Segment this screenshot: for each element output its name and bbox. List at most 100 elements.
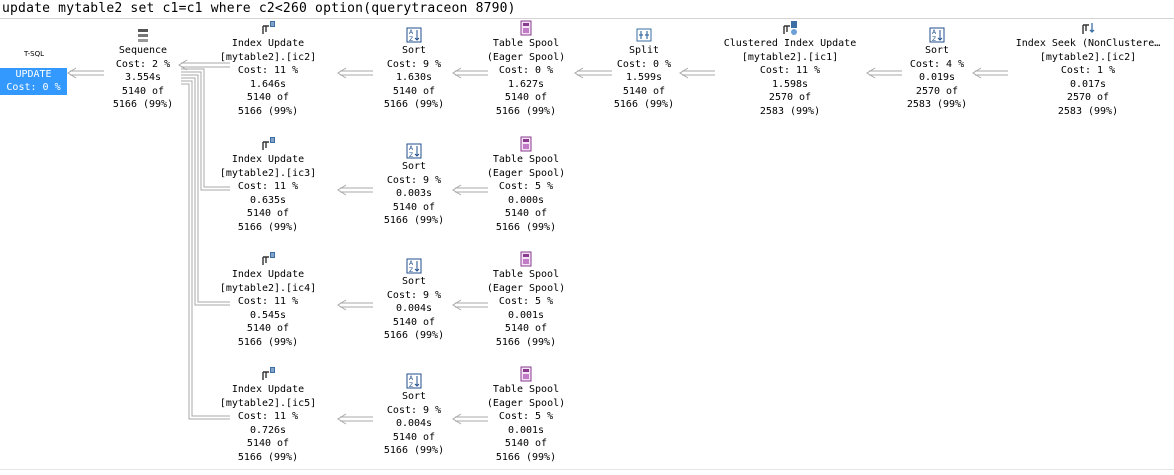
split-line-3: 5140 of <box>622 85 666 97</box>
s5-line-3: 5140 of <box>392 431 436 443</box>
iu4-line-2: Cost: 11 % <box>237 296 299 308</box>
seek-line-2: Cost: 1 % <box>1060 65 1116 77</box>
ts5-line-4: 5140 of <box>504 438 548 450</box>
ts3-line-2: Cost: 5 % <box>498 181 554 193</box>
arrow-s3-iu3 <box>337 184 373 196</box>
iu2-line-3: 1.646s <box>249 78 287 90</box>
iu3-line-4: 5140 of <box>246 208 290 220</box>
seek-line-4: 2570 of <box>1066 92 1110 104</box>
svg-text:A: A <box>409 260 414 267</box>
iu3-line-5: 5166 (99%) <box>237 221 299 233</box>
ts1-line-1: (Eager Spool) <box>486 51 566 63</box>
split-line-0: Split <box>628 45 660 56</box>
bottom-divider <box>0 469 1174 470</box>
seq-line-1: Cost: 2 % <box>115 58 171 70</box>
s5-line-1: Cost: 9 % <box>386 404 442 416</box>
iu3-line-0: Index Update <box>231 154 305 165</box>
s3-line-1: Cost: 9 % <box>386 174 442 186</box>
update-root-title: UPDATE <box>15 69 52 80</box>
query-divider <box>0 18 1174 19</box>
arrow-iu2-seq <box>178 59 230 71</box>
index-update-ic2-node[interactable]: Index Update[mytable2].[ic2]Cost: 11 %1.… <box>193 20 343 119</box>
index-update-ic5-node[interactable]: Index Update [mytable2].[ic5] Cost: 11 %0.… <box>193 366 343 465</box>
sequence-icon <box>135 27 151 43</box>
iu4-line-4: 5140 of <box>246 323 290 335</box>
iu4-line-1: [mytable2].[ic4] <box>219 282 317 294</box>
svg-text:A: A <box>932 29 937 36</box>
seek-line-3: 0.017s <box>1069 78 1107 90</box>
arrow-split-ts1 <box>574 67 612 79</box>
ts5-line-5: 5166 (99%) <box>495 451 557 463</box>
s4-line-4: 5166 (99%) <box>383 330 445 342</box>
s2-line-1: Cost: 4 % <box>909 58 965 70</box>
table-spool-icon <box>518 366 534 382</box>
arrow-ts3-s3 <box>452 184 488 196</box>
ts1-line-0: Table Spool <box>492 38 560 49</box>
query-text: update mytable2 set c1=c1 where c2<260 o… <box>2 1 516 16</box>
iu4-line-3: 0.545s <box>249 309 287 321</box>
update-root-cost: Cost: 0 % <box>6 82 61 93</box>
iu5-line-4: 5140 of <box>246 438 290 450</box>
s1-line-2: 1.630s <box>395 72 433 84</box>
clustered-index-update-node[interactable]: Clustered Index Update[mytable2].[ic1]Co… <box>715 20 865 119</box>
svg-text:Z: Z <box>409 152 413 159</box>
split-line-4: 5166 (99%) <box>613 99 675 111</box>
s4-line-0: Sort <box>401 276 427 287</box>
iu3-line-3: 0.635s <box>249 194 287 206</box>
svg-text:A: A <box>409 375 414 382</box>
table-spool-icon <box>518 20 534 36</box>
svg-text:Z: Z <box>932 36 936 43</box>
branch-iu3 <box>181 68 230 191</box>
svg-text:A: A <box>409 145 414 152</box>
iu5-line-1: [mytable2].[ic5] <box>219 397 317 409</box>
iu2-line-0: Index Update <box>231 38 305 49</box>
index-update-icon <box>260 366 276 382</box>
svg-text:Z: Z <box>409 36 413 43</box>
iu5-line-3: 0.726s <box>249 424 287 436</box>
s1-line-1: Cost: 9 % <box>386 58 442 70</box>
arrow-ts4-s4 <box>452 299 488 311</box>
arrow-s2-ciu <box>866 67 902 79</box>
s4-line-1: Cost: 9 % <box>386 289 442 301</box>
iu5-line-0: Index Update <box>231 384 305 395</box>
index-update-ic4-node[interactable]: Index Update [mytable2].[ic4] Cost: 11 %0.… <box>193 251 343 350</box>
table-spool-icon <box>518 136 534 152</box>
branch-iu4 <box>181 74 230 306</box>
ts5-line-3: 0.001s <box>507 424 545 436</box>
index-update-ic3-node[interactable]: Index Update[mytable2].[ic3]Cost: 11 %0.… <box>193 136 343 235</box>
ts5-line-1: (Eager Spool) <box>486 397 566 409</box>
ciu-line-3: 1.598s <box>771 78 809 90</box>
update-root-node[interactable]: UPDATE Cost: 0 % <box>0 68 67 95</box>
ts4-line-4: 5140 of <box>504 323 548 335</box>
index-seek-icon <box>1080 20 1096 36</box>
arrow-ts1-s1 <box>452 67 488 79</box>
s3-line-2: 0.003s <box>395 188 433 200</box>
s4-line-3: 5140 of <box>392 316 436 328</box>
iu4-line-0: Index Update <box>231 269 305 280</box>
ts3-line-5: 5166 (99%) <box>495 221 557 233</box>
ciu-line-0: Clustered Index Update <box>723 38 857 49</box>
iu5-line-2: Cost: 11 % <box>237 411 299 423</box>
s4-line-2: 0.004s <box>395 303 433 315</box>
ts5-line-2: Cost: 5 % <box>498 411 554 423</box>
index-seek-node[interactable]: Index Seek (NonClustere…[mytable2].[ic2]… <box>998 20 1174 119</box>
arrow-ts5-s5 <box>452 413 488 425</box>
s3-line-0: Sort <box>401 161 427 172</box>
s3-line-3: 5140 of <box>392 201 436 213</box>
split-icon <box>636 27 652 43</box>
seek-line-5: 2583 (99%) <box>1057 105 1119 117</box>
